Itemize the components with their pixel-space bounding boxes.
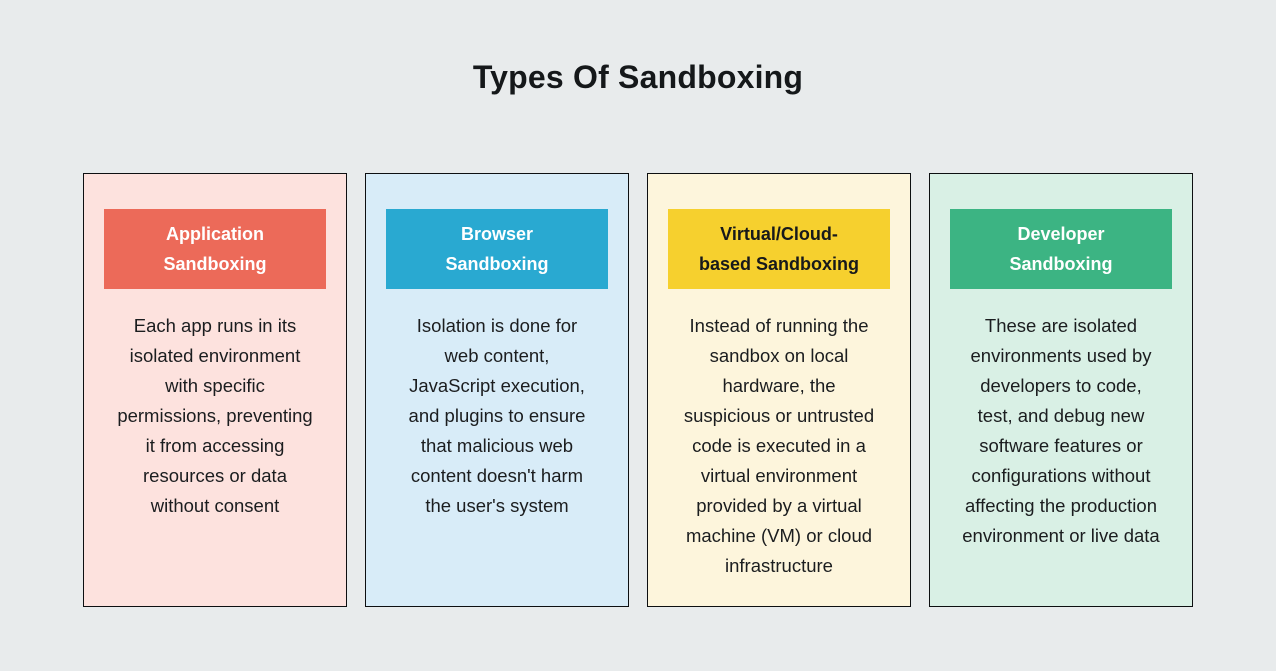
card-title-virtual-cloud-based-sandboxing: Virtual/Cloud- based Sandboxing: [668, 209, 890, 289]
card-browser-sandboxing: Browser Sandboxing Isolation is done for…: [365, 173, 629, 607]
card-description-virtual-cloud-based-sandboxing: Instead of running the sandbox on local …: [683, 315, 875, 576]
card-title-developer-sandboxing: Developer Sandboxing: [950, 209, 1172, 289]
page-title: Types Of Sandboxing: [472, 59, 804, 95]
cards-row: Application Sandboxing Each app runs in …: [0, 173, 1276, 607]
card-application-sandboxing: Application Sandboxing Each app runs in …: [83, 173, 347, 607]
card-title-browser-sandboxing: Browser Sandboxing: [386, 209, 608, 289]
card-description-application-sandboxing: Each app runs in its isolated environmen…: [117, 315, 313, 516]
card-virtual-cloud-based-sandboxing: Virtual/Cloud- based Sandboxing Instead …: [647, 173, 911, 607]
card-description-browser-sandboxing: Isolation is done for web content, JavaS…: [408, 315, 586, 516]
card-title-application-sandboxing: Application Sandboxing: [104, 209, 326, 289]
card-description-developer-sandboxing: These are isolated environments used by …: [962, 315, 1160, 546]
card-developer-sandboxing: Developer Sandboxing These are isolated …: [929, 173, 1193, 607]
